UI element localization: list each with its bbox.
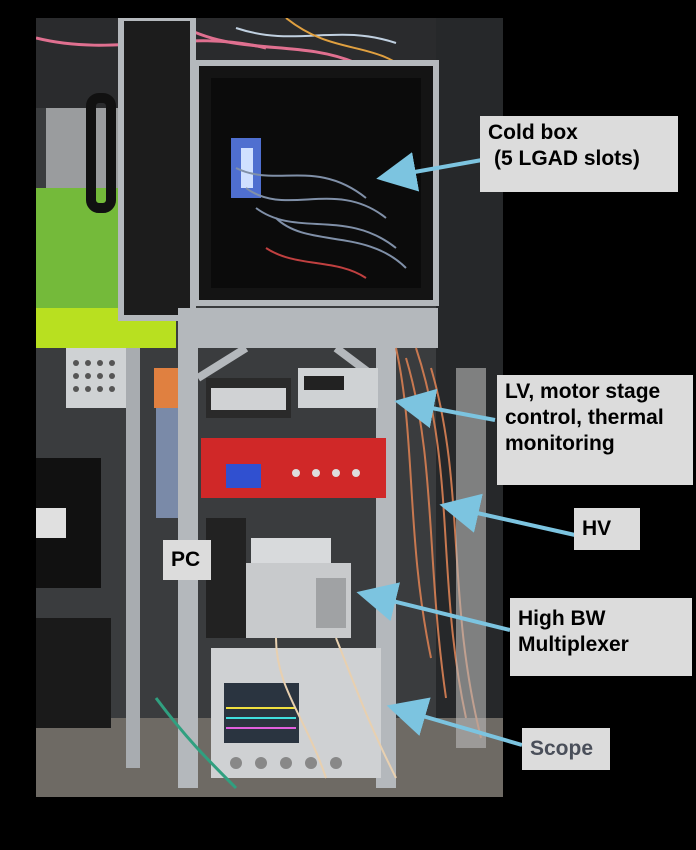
label-cold-box-line1: Cold box — [488, 121, 578, 144]
label-mux-line1: High BW — [518, 607, 606, 630]
label-cold-box: Cold box (5 LGAD slots) — [480, 116, 678, 192]
label-scope: Scope — [522, 728, 610, 770]
label-mux: High BW Multiplexer — [510, 598, 692, 676]
label-scope-text: Scope — [530, 737, 594, 760]
label-lv-line3: monitoring — [505, 432, 615, 455]
lab-rack-photo — [36, 18, 503, 797]
label-pc-text: PC — [171, 548, 201, 571]
label-lv: LV, motor stage control, thermal monitor… — [497, 375, 693, 485]
label-lv-line1: LV, motor stage — [505, 380, 661, 403]
label-hv-text: HV — [582, 517, 612, 540]
label-pc: PC — [163, 540, 211, 580]
label-lv-line2: control, thermal — [505, 406, 664, 429]
label-hv: HV — [574, 508, 640, 550]
label-mux-line2: Multiplexer — [518, 633, 629, 656]
label-cold-box-line2: (5 LGAD slots) — [494, 147, 640, 170]
